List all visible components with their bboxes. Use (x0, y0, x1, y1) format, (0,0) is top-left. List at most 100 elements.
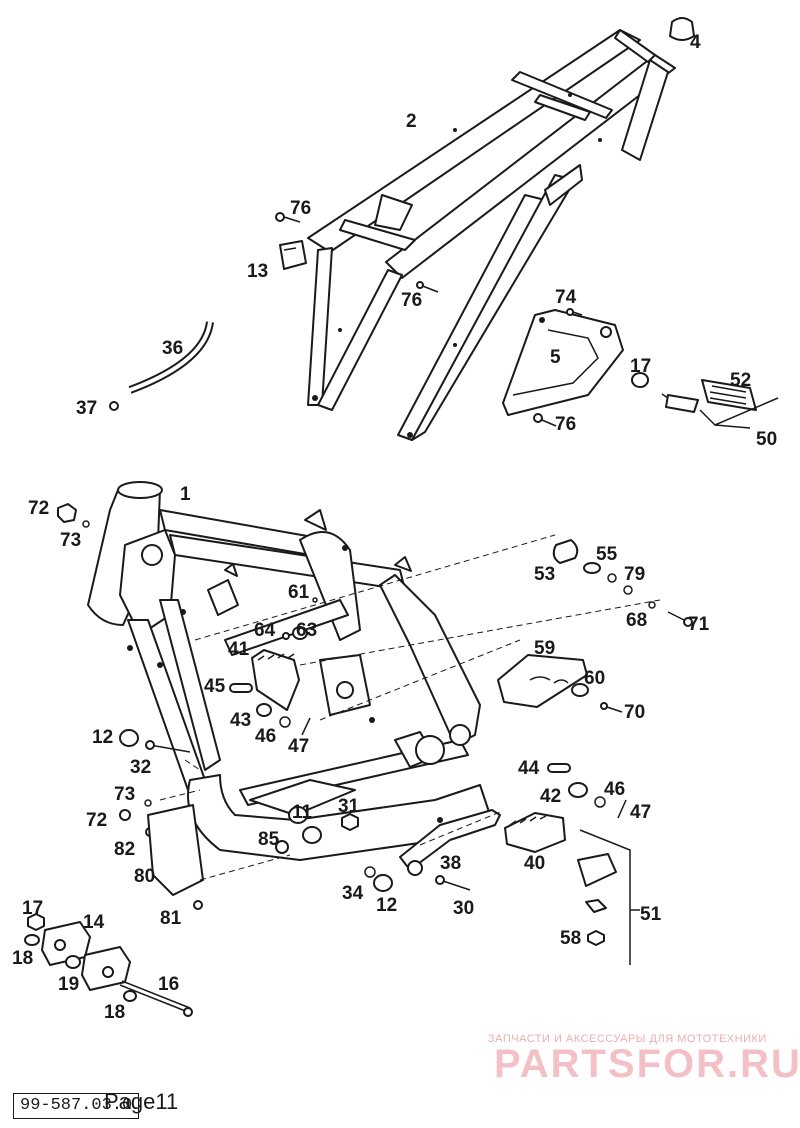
bolt-part-64 (282, 632, 290, 640)
drawing-number: 99-587.03.0 (13, 1093, 140, 1119)
bush-part-63 (292, 626, 308, 640)
footpeg-part-41 (251, 649, 300, 711)
hose-part-36 (128, 321, 214, 394)
callout-5: 5 (550, 347, 561, 368)
nut-part-58 (587, 930, 605, 946)
footpeg-part-40 (504, 812, 566, 853)
washer-part-79 (607, 573, 633, 595)
nut-part-72b (119, 809, 131, 821)
callout-14: 14 (83, 912, 105, 933)
callout-85: 85 (258, 829, 280, 850)
callout-17-a: 17 (630, 356, 651, 377)
screw-part-76b (416, 281, 439, 293)
callout-47-b: 47 (630, 802, 651, 823)
washer-part-18b (123, 990, 137, 1002)
callout-73-a: 73 (60, 530, 81, 551)
callout-11: 11 (292, 802, 313, 823)
stand-foot-part-51 (577, 853, 617, 913)
callout-72-a: 72 (28, 498, 49, 519)
callout-2: 2 (406, 111, 417, 132)
spring-part-42 (568, 782, 588, 798)
callout-13: 13 (247, 261, 268, 282)
washer-part-34 (364, 866, 376, 878)
guard-part-59 (497, 654, 588, 708)
callout-82: 82 (114, 839, 135, 860)
callout-42: 42 (540, 786, 561, 807)
screw-part-74 (566, 308, 583, 316)
bracket-line-51 (579, 829, 640, 965)
page-label: Page11 (104, 1089, 179, 1114)
callout-72-b: 72 (86, 810, 107, 831)
callout-12-a: 12 (92, 727, 113, 748)
bush-part-60 (571, 683, 589, 697)
callout-46-b: 46 (604, 779, 625, 800)
watermark: ЗАПЧАСТИ И АКСЕССУАРЫ ДЛЯ МОТОТЕХНИКИ PA… (488, 1033, 800, 1086)
callout-31: 31 (338, 796, 360, 817)
bush-part-85 (275, 840, 289, 854)
nut-part-17b (27, 913, 45, 931)
callout-16: 16 (158, 974, 179, 995)
callout-19: 19 (58, 974, 79, 995)
pin-part-44 (547, 763, 571, 773)
callout-45: 45 (204, 676, 226, 697)
callout-37: 37 (76, 398, 97, 419)
nut-part-72a (57, 503, 77, 523)
bumper-part-4 (669, 17, 695, 41)
callout-61: 61 (288, 582, 310, 603)
washer-part-46a (279, 716, 291, 728)
callout-68: 68 (626, 610, 647, 631)
spacer-part-19 (65, 955, 81, 969)
callout-73-b: 73 (114, 784, 135, 805)
washer-part-46b (594, 796, 606, 808)
guide-lines (159, 534, 661, 881)
callout-30: 30 (453, 898, 474, 919)
callout-1: 1 (180, 484, 191, 505)
brake-pedal-part-38 (399, 809, 501, 876)
bolt-part-70 (600, 702, 623, 713)
callout-55: 55 (596, 544, 618, 565)
callout-40: 40 (524, 853, 545, 874)
callout-63: 63 (296, 620, 317, 641)
bracket-line-50 (699, 397, 779, 429)
bolt-part-71 (667, 611, 693, 627)
bush-part-12a (119, 729, 139, 747)
callout-43: 43 (230, 710, 251, 731)
callout-71: 71 (688, 614, 710, 635)
callout-76-b: 76 (401, 290, 422, 311)
washer-part-73a (82, 520, 90, 528)
callout-64: 64 (254, 620, 276, 641)
nut-part-17a (631, 372, 649, 388)
callout-36: 36 (162, 338, 183, 359)
bracket-part-5 (502, 309, 624, 416)
callout-76-c: 76 (555, 414, 576, 435)
screw-part-76c (533, 413, 557, 427)
callout-4: 4 (690, 32, 701, 53)
washer-part-68 (648, 601, 656, 609)
callout-47-a: 47 (288, 736, 309, 757)
watermark-brand: PARTSFOR.RU (494, 1042, 800, 1086)
callout-58: 58 (560, 928, 581, 949)
skid-plate-part-80 (147, 804, 204, 896)
spring-part-43 (256, 703, 272, 717)
bush-part-12b (373, 874, 393, 892)
footrest-part-52 (661, 379, 757, 413)
callout-17-b: 17 (22, 898, 43, 919)
callout-18-b: 18 (104, 1002, 125, 1023)
callout-76-a: 76 (290, 198, 311, 219)
callout-80: 80 (134, 866, 155, 887)
bolt-part-76 (275, 212, 301, 223)
split-pin-part-47a (301, 717, 311, 736)
callout-59: 59 (534, 638, 555, 659)
callout-51: 51 (640, 904, 662, 925)
washer-part-18a (24, 934, 40, 946)
bolt-part-32 (145, 740, 191, 753)
callout-53: 53 (534, 564, 555, 585)
callout-74: 74 (555, 287, 577, 308)
callout-41: 41 (228, 639, 250, 660)
callouts: 1 2 4 76 13 76 74 5 36 37 17 52 50 76 72… (12, 32, 777, 1023)
sleeve-part-55 (583, 562, 601, 574)
bush-part-11 (288, 806, 322, 844)
callout-32: 32 (130, 757, 151, 778)
clip-part-37 (109, 401, 119, 411)
